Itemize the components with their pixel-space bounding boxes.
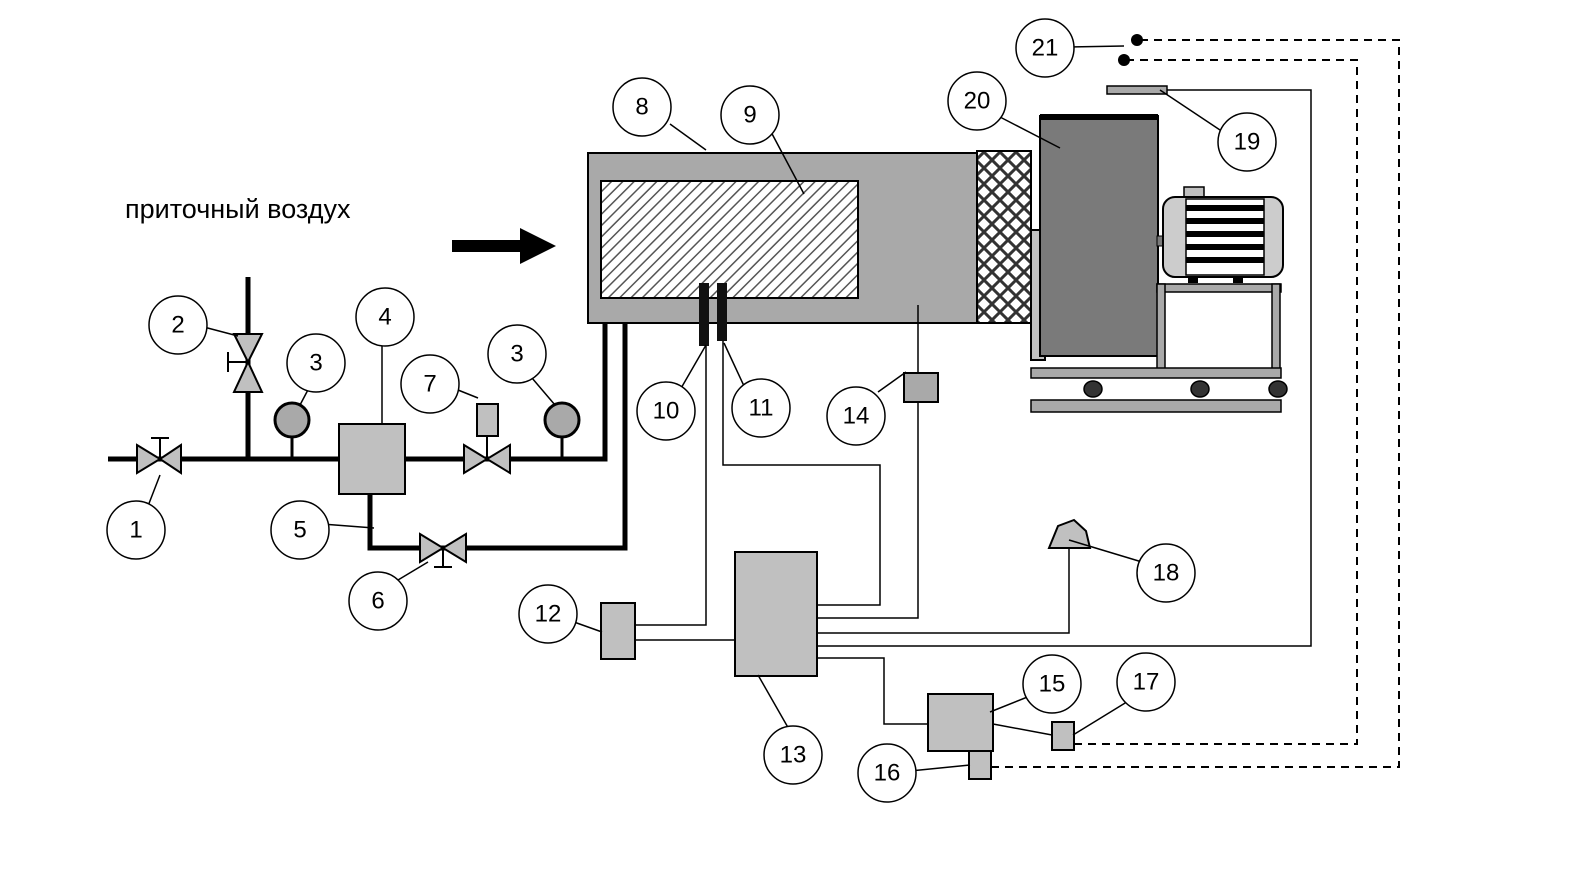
callout-20-label: 20 xyxy=(964,88,991,115)
callout-10: 10 xyxy=(636,381,696,441)
contact-point-upper xyxy=(1131,34,1143,46)
fan-support-frame xyxy=(1030,283,1288,413)
pressure-gauge-left xyxy=(273,401,311,459)
callout-leaders xyxy=(147,45,1221,772)
callout-14-label: 14 xyxy=(843,403,870,430)
pressure-gauge-right xyxy=(543,401,581,459)
callout-20: 20 xyxy=(947,71,1007,131)
callout-3-left: 3 xyxy=(286,333,346,393)
callout-2: 2 xyxy=(148,295,208,355)
vertical-valve-2 xyxy=(227,333,264,393)
callout-19: 19 xyxy=(1217,112,1277,172)
callout-13: 13 xyxy=(763,725,823,785)
contact-point-lower xyxy=(1118,54,1130,66)
callout-12: 12 xyxy=(518,584,578,644)
callout-8-label: 8 xyxy=(635,94,648,121)
callout-1: 1 xyxy=(106,500,166,560)
sensor-18-shape xyxy=(1047,518,1092,549)
callout-9: 9 xyxy=(720,85,780,145)
sensor-19-bar xyxy=(1106,85,1168,95)
callout-17-label: 17 xyxy=(1133,669,1160,696)
callout-15: 15 xyxy=(1022,654,1082,714)
callout-3-left-label: 3 xyxy=(309,350,322,377)
electric-motor xyxy=(1162,186,1284,283)
sensor-14-box xyxy=(903,372,939,403)
callout-2-label: 2 xyxy=(171,312,184,339)
callout-18: 18 xyxy=(1136,543,1196,603)
controller-13-box xyxy=(734,551,818,677)
component-15-box xyxy=(927,693,994,752)
heat-exchanger-coil xyxy=(600,180,859,299)
control-wiring xyxy=(636,89,1312,736)
callout-4-label: 4 xyxy=(378,304,391,331)
callout-5-label: 5 xyxy=(293,517,306,544)
callout-13-label: 13 xyxy=(780,742,807,769)
callout-12-label: 12 xyxy=(535,601,562,628)
callout-17: 17 xyxy=(1116,652,1176,712)
air-flow-arrow xyxy=(452,228,556,264)
callout-4: 4 xyxy=(355,287,415,347)
control-valve-7 xyxy=(463,403,511,475)
callout-11: 11 xyxy=(731,378,791,438)
callout-10-label: 10 xyxy=(653,398,680,425)
shutoff-valve-1 xyxy=(136,437,182,475)
sensor-10-plate xyxy=(699,283,709,346)
fan-unit xyxy=(1030,114,1168,361)
callout-3-right: 3 xyxy=(487,324,547,384)
callout-11-label: 11 xyxy=(749,395,774,422)
signal-dashed-lines xyxy=(991,39,1400,768)
callout-18-label: 18 xyxy=(1153,560,1180,587)
component-12-box xyxy=(600,602,636,660)
callout-7: 7 xyxy=(400,354,460,414)
callout-19-label: 19 xyxy=(1234,129,1261,156)
callout-9-label: 9 xyxy=(743,102,756,129)
callout-3-right-label: 3 xyxy=(510,341,523,368)
component-17-box xyxy=(1051,721,1075,751)
bypass-valve-6 xyxy=(419,532,467,568)
supply-air-caption: приточный воздух xyxy=(125,194,351,224)
flexible-connector xyxy=(976,150,1032,324)
callout-21-label: 21 xyxy=(1032,35,1059,62)
callout-7-label: 7 xyxy=(423,371,436,398)
callout-1-label: 1 xyxy=(129,517,142,544)
callout-5: 5 xyxy=(270,500,330,560)
callout-6-label: 6 xyxy=(371,588,384,615)
callout-15-label: 15 xyxy=(1039,671,1066,698)
callout-16-label: 16 xyxy=(874,760,901,787)
callout-8: 8 xyxy=(612,77,672,137)
callout-6: 6 xyxy=(348,571,408,631)
callout-21: 21 xyxy=(1015,18,1075,78)
callout-14: 14 xyxy=(826,386,886,446)
component-16-box xyxy=(968,750,992,780)
component-4-box xyxy=(338,423,406,495)
sensor-11-plate xyxy=(717,283,727,341)
callout-16: 16 xyxy=(857,743,917,803)
